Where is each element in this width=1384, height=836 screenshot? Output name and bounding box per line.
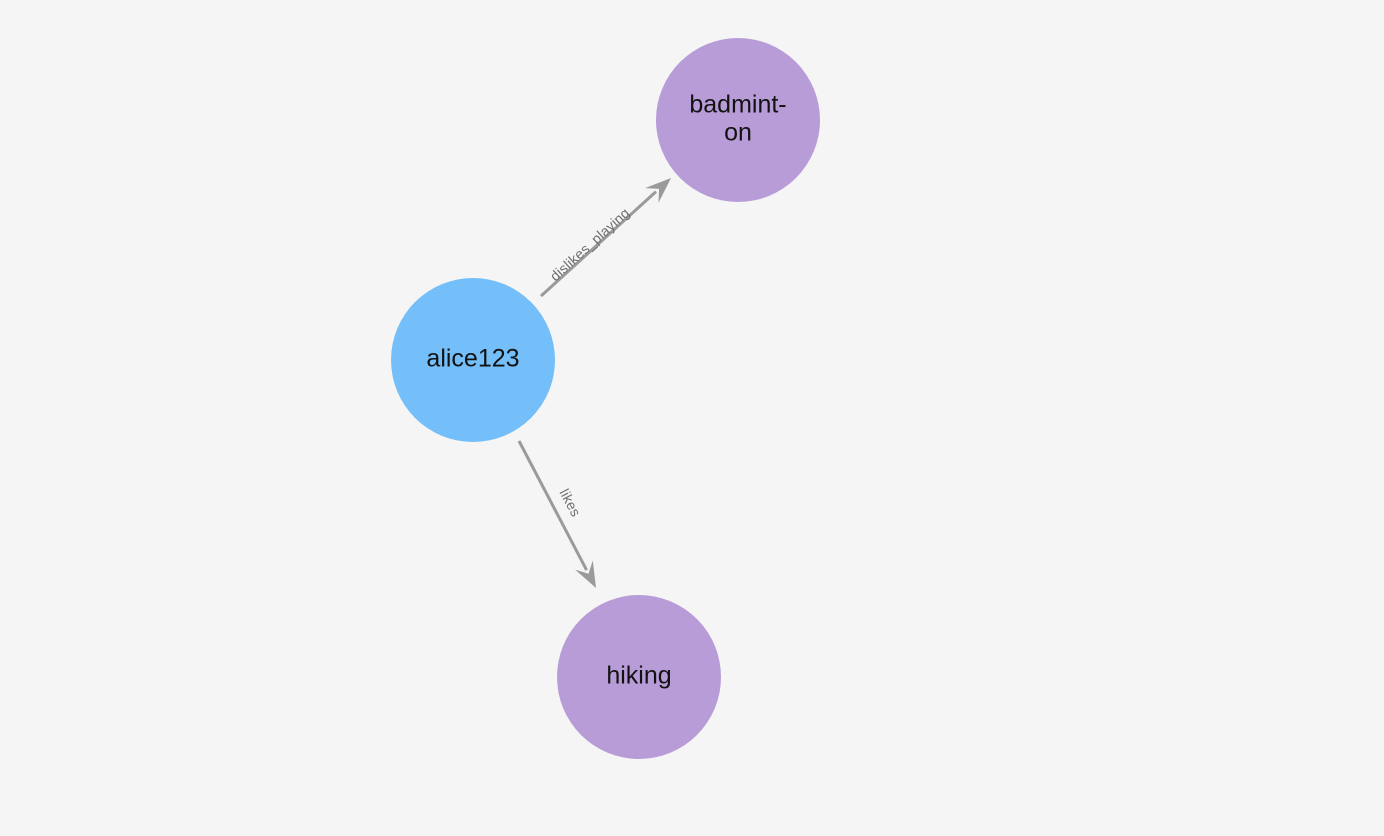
node-circle[interactable] [391,278,555,442]
node-label: alice123 [426,345,519,373]
edge-line [517,440,588,571]
edge-arrowhead-icon [575,560,596,588]
graph-node-alice123[interactable]: alice123 [391,278,555,442]
nodes-layer: alice123 badmint-on hiking [391,38,820,759]
node-circle[interactable] [557,595,721,759]
node-label: hiking [606,662,671,690]
graph-edge[interactable]: likes [517,440,596,588]
node-label: on [724,119,752,147]
node-circle[interactable] [656,38,820,202]
edge-arrowhead-icon [645,178,671,203]
edge-line [539,190,657,298]
graph-node-hiking[interactable]: hiking [557,595,721,759]
graph-node-badminton[interactable]: badmint-on [656,38,820,202]
node-label: badmint- [689,91,786,119]
graph-edge[interactable]: dislikes_playing [539,178,671,298]
edge-label: likes [557,486,585,519]
edge-label: dislikes_playing [547,204,633,284]
